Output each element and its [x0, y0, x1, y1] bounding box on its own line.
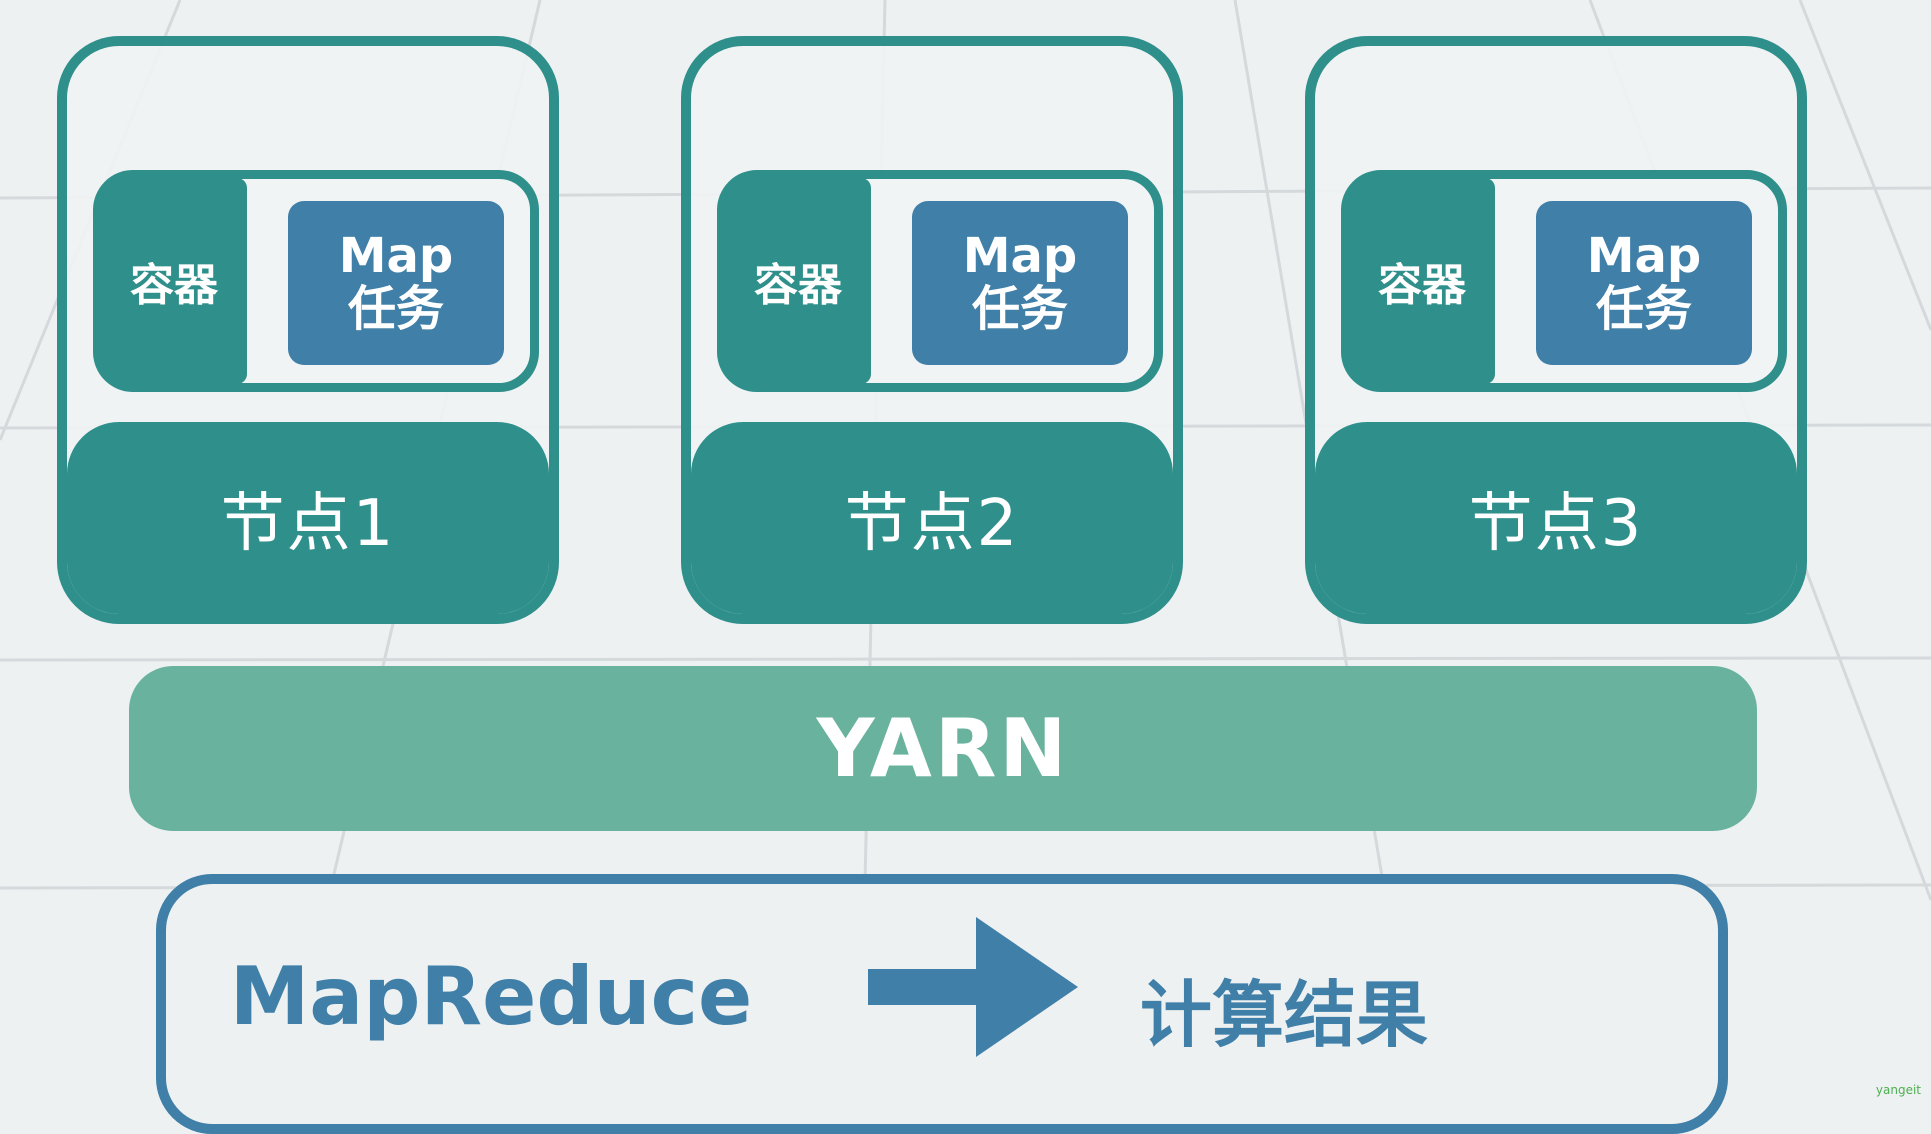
- yarn-bar: YARN: [129, 666, 1757, 831]
- map-task-line1: Map: [1586, 228, 1702, 285]
- map-task-line1: Map: [962, 228, 1078, 285]
- node-label: 节点1: [67, 422, 549, 614]
- node-card-3: 容器 Map 任务 节点3: [1305, 36, 1807, 624]
- watermark: yangeit: [1875, 1083, 1921, 1097]
- container-box: 容器 Map 任务: [1341, 170, 1787, 392]
- container-label: 容器: [101, 178, 247, 384]
- container-label: 容器: [1349, 178, 1495, 384]
- map-task-line1: Map: [338, 228, 454, 285]
- map-task-line2: 任务: [971, 281, 1068, 337]
- container-box: 容器 Map 任务: [717, 170, 1163, 392]
- node-label: 节点3: [1315, 422, 1797, 614]
- result-label: 计算结果: [1140, 973, 1429, 1057]
- map-task-box: Map 任务: [912, 201, 1128, 365]
- map-task-box: Map 任务: [1536, 201, 1752, 365]
- node-card-2: 容器 Map 任务 节点2: [681, 36, 1183, 624]
- node-label: 节点2: [691, 422, 1173, 614]
- mapreduce-label: MapReduce: [229, 950, 753, 1043]
- map-task-line2: 任务: [1595, 281, 1692, 337]
- container-box: 容器 Map 任务: [93, 170, 539, 392]
- map-task-line2: 任务: [347, 281, 444, 337]
- container-label: 容器: [725, 178, 871, 384]
- map-task-box: Map 任务: [288, 201, 504, 365]
- node-card-1: 容器 Map 任务 节点1: [57, 36, 559, 624]
- right-arrow-icon: [868, 917, 1078, 1057]
